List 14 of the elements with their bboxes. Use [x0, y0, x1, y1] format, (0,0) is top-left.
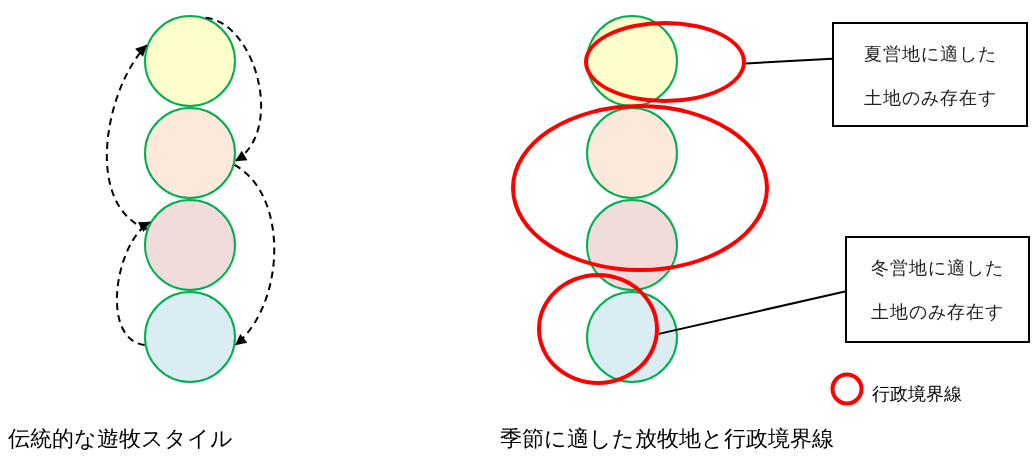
arrow	[204, 16, 262, 162]
legend-label: 行政境界線	[872, 382, 962, 406]
caption: 季節に適した放牧地と行政境界線	[500, 425, 834, 453]
boundary-ellipse	[584, 21, 746, 103]
boundary-ellipse	[537, 273, 659, 385]
leader-line	[744, 57, 833, 65]
callout-box: 夏営地に適した土地のみ存在す	[832, 22, 1028, 127]
arrow	[105, 44, 148, 231]
caption: 伝統的な遊牧スタイル	[8, 425, 233, 453]
leader-line	[657, 290, 846, 335]
arrow	[116, 221, 152, 346]
arrow	[233, 163, 276, 346]
callout-box: 冬営地に適した土地のみ存在す	[845, 236, 1030, 343]
boundary-ellipse	[511, 104, 769, 272]
